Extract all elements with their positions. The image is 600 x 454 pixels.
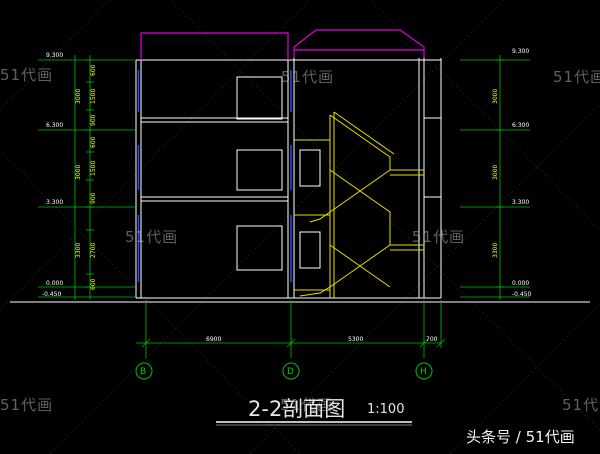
left-vdim-6: 600 (90, 136, 97, 148)
watermark: 51代画 (553, 68, 600, 86)
right-vdim-1: 3000 (492, 89, 499, 104)
window-strips (137, 70, 292, 282)
axis-bubble-h (415, 362, 433, 380)
axis-label-d: D (287, 367, 294, 377)
left-level-4: 0.000 (46, 280, 63, 287)
left-vdim-1: 3000 (75, 89, 82, 104)
stair (294, 111, 424, 298)
axis-label-b: B (140, 367, 146, 377)
horizontal-dimension (136, 300, 446, 358)
credit-line: 头条号 / 51代画 (466, 426, 575, 447)
right-vdim-3: 3300 (492, 243, 499, 258)
right-level-3: 3.300 (512, 199, 529, 206)
left-vdim-3: 1500 (90, 89, 97, 104)
left-vdim-11: 600 (90, 278, 97, 290)
left-level-5: -0.450 (42, 291, 62, 298)
left-vdim-9: 3300 (75, 243, 82, 258)
dim-text-2: 5300 (348, 336, 363, 343)
credit-prefix: 头条号 (466, 428, 512, 446)
dim-text-1: 6900 (206, 336, 221, 343)
watermark: 51代画 (281, 68, 335, 86)
watermark: 51代画 (280, 396, 334, 414)
left-level-2: 6.300 (46, 122, 63, 129)
watermark: 51代画 (562, 396, 600, 414)
right-vertical-ticks (496, 59, 504, 288)
left-level-markers (38, 55, 135, 300)
watermark: 51代画 (125, 228, 179, 246)
left-vdim-5: 3000 (75, 165, 82, 180)
right-level-5: -0.450 (512, 291, 532, 298)
left-level-1: 9.300 (46, 52, 63, 59)
credit-name: 51代画 (525, 428, 575, 446)
axis-label-h: H (420, 367, 427, 377)
axis-bubble-b (135, 362, 153, 380)
credit-separator: / (511, 428, 526, 446)
watermark: 51代画 (0, 66, 54, 84)
right-vdim-2: 3000 (492, 165, 499, 180)
drawing-title: 2-2剖面图 (248, 397, 346, 421)
right-level-markers (460, 55, 530, 300)
left-level-3: 3.300 (46, 199, 63, 206)
right-level-2: 6.300 (512, 122, 529, 129)
wall-openings (236, 76, 321, 271)
left-vdim-2: 600 (90, 64, 97, 76)
axis-bubble-d (282, 362, 300, 380)
right-level-4: 0.000 (512, 280, 529, 287)
left-vdim-7: 1500 (90, 161, 97, 176)
right-level-1: 9.300 (512, 48, 529, 55)
left-vdim-10: 2700 (90, 243, 97, 258)
dim-text-3: 700 (426, 336, 438, 343)
building-walls (135, 58, 442, 299)
left-vdim-8: 900 (90, 192, 97, 204)
drawing-scale: 1:100 (367, 402, 405, 417)
left-vertical-ticks (86, 59, 94, 288)
axis-bubbles (135, 362, 433, 380)
watermark: 51代画 (412, 228, 466, 246)
roof-parapets (140, 29, 425, 60)
left-vdim-4: 900 (90, 114, 97, 126)
watermark: 51代画 (0, 396, 54, 414)
